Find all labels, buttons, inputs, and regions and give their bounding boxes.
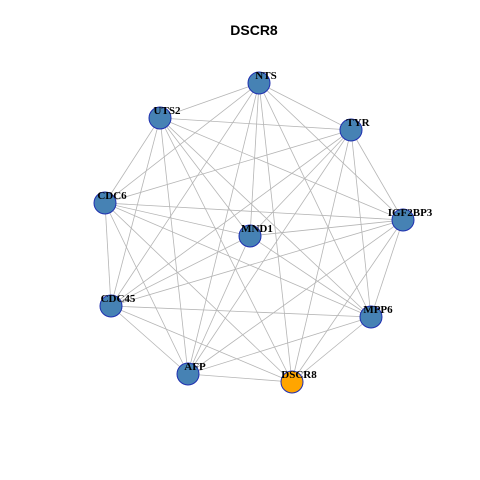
edge-layer [104,82,404,383]
edge-uts2-cdc45 [110,117,161,307]
edge-tyr-igf2bp3 [350,129,404,221]
node-tyr[interactable] [339,118,363,142]
edge-cdc6-mpp6 [104,202,372,318]
edge-igf2bp3-afp [187,219,404,375]
edge-nts-cdc45 [110,82,260,307]
node-label-cdc6: CDC6 [97,190,127,202]
edge-afp-dscr8 [187,373,293,383]
edge-cdc45-afp [110,305,189,375]
edge-uts2-mnd1 [159,117,251,237]
edge-cdc6-cdc45 [104,202,112,307]
edge-tyr-dscr8 [291,129,352,383]
edge-cdc45-mpp6 [110,305,372,318]
node-cdc45[interactable] [99,294,123,318]
node-igf2bp3[interactable] [391,208,415,232]
edge-nts-cdc6 [104,82,260,204]
node-label-igf2bp3: IGF2BP3 [388,207,433,219]
edge-mpp6-afp [187,316,372,375]
node-layer [93,71,415,394]
node-label-tyr: TYR [346,117,370,129]
edge-nts-dscr8 [258,82,293,383]
edge-cdc6-dscr8 [104,202,293,383]
edge-nts-mnd1 [249,82,260,237]
node-mnd1[interactable] [238,224,262,248]
edge-cdc45-dscr8 [110,305,293,383]
edge-mpp6-dscr8 [291,316,372,383]
edge-mnd1-cdc45 [110,235,251,307]
edge-uts2-igf2bp3 [159,117,404,221]
edge-uts2-afp [159,117,189,375]
node-nts[interactable] [247,71,271,95]
node-afp[interactable] [176,362,200,386]
edge-uts2-tyr [159,117,352,131]
edge-igf2bp3-mpp6 [370,219,404,318]
edge-uts2-mpp6 [159,117,372,318]
edge-uts2-cdc6 [104,117,161,204]
edge-mnd1-afp [187,235,251,375]
edge-igf2bp3-cdc45 [110,219,404,307]
edge-cdc6-mnd1 [104,202,251,237]
edge-tyr-mpp6 [350,129,372,318]
edge-nts-mpp6 [258,82,372,318]
edge-mnd1-mpp6 [249,235,372,318]
node-label-uts2: UTS2 [154,105,181,117]
edge-tyr-cdc6 [104,129,352,204]
edge-cdc6-igf2bp3 [104,202,404,221]
node-label-nts: NTS [255,70,276,82]
edge-igf2bp3-mnd1 [249,219,404,237]
edge-nts-tyr [258,82,352,131]
node-cdc6[interactable] [93,191,117,215]
node-label-afp: AFP [184,361,206,373]
edge-tyr-afp [187,129,352,375]
figure-title: DSCR8 [230,22,278,38]
edge-nts-afp [187,82,260,375]
node-label-dscr8: DSCR8 [281,369,317,381]
node-dscr8[interactable] [280,370,304,394]
edge-nts-uts2 [159,82,260,119]
node-label-mpp6: MPP6 [363,304,393,316]
edge-uts2-dscr8 [159,117,293,383]
node-label-mnd1: MND1 [241,223,273,235]
edge-tyr-cdc45 [110,129,352,307]
node-uts2[interactable] [148,106,172,130]
node-mpp6[interactable] [359,305,383,329]
node-label-cdc45: CDC45 [101,293,136,305]
edge-tyr-mnd1 [249,129,352,237]
